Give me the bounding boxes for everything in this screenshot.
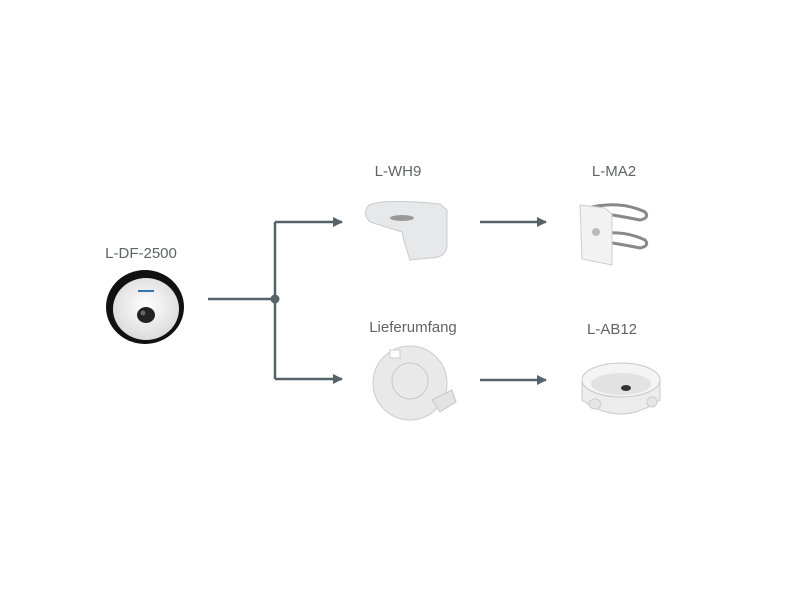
included-plate-image <box>372 345 457 421</box>
pole-mount-label: L-MA2 <box>591 163 637 180</box>
pole-mount-image <box>579 203 649 266</box>
camera-image <box>106 270 184 344</box>
wall-mount-label: L-WH9 <box>374 163 422 180</box>
included-plate-label: Lieferumfang <box>369 319 457 336</box>
junction-dot <box>270 294 280 304</box>
camera-label: L-DF-2500 <box>105 245 177 262</box>
wall-mount-image <box>364 200 448 261</box>
junction-box-label: L-AB12 <box>586 321 638 338</box>
connectors <box>208 217 547 385</box>
junction-box-image <box>581 362 661 415</box>
